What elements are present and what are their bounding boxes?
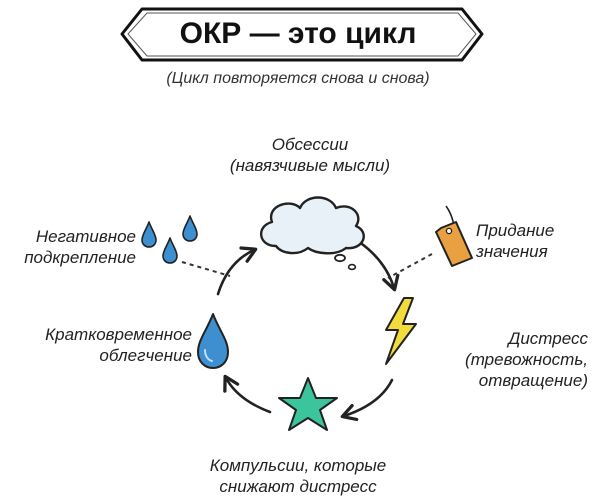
star-icon — [278, 377, 338, 431]
raindrops-icon — [141, 215, 198, 264]
page-title: ОКР — это цикл — [179, 17, 417, 50]
stage-relief-line2: облегчение — [99, 346, 192, 365]
stage-distress-line3: отвращение) — [478, 371, 588, 390]
water-drop-icon — [197, 313, 229, 369]
stage-obsessions-line1: Обсессии — [271, 135, 349, 154]
title-banner — [120, 7, 484, 62]
stage-reinforcement-line2: подкрепление — [24, 248, 136, 267]
arrow-relief-to-obsessions — [216, 246, 258, 296]
dashed-connectors — [181, 253, 433, 279]
stage-compulsions-label: Компульсии, которые снижают дистресс — [178, 455, 418, 497]
stage-compulsions-line1: Компульсии, которые — [209, 456, 387, 475]
connector-reinforcement — [181, 261, 231, 277]
arrow-obsessions-to-distress — [360, 242, 400, 292]
lightning-icon — [385, 297, 417, 365]
stage-relief-line1: Кратковременное — [45, 325, 192, 344]
stage-meaning-line1: Придание — [476, 221, 555, 240]
page-subtitle: (Цикл повторяется снова и снова) — [166, 70, 430, 87]
arrow-distress-to-compulsions — [340, 378, 394, 422]
stage-obsessions-line2: (навязчивые мысли) — [229, 156, 391, 175]
arrow-compulsions-to-relief — [223, 374, 272, 414]
stage-meaning-label: Придание значения — [476, 220, 586, 262]
stage-compulsions-line2: снижают дистресс — [219, 477, 377, 496]
stage-relief-label: Кратковременное облегчение — [14, 324, 192, 366]
stage-distress-label: Дистресс (тревожность, отвращение) — [418, 328, 588, 391]
stage-reinforcement-label: Негативное подкрепление — [6, 226, 136, 268]
cycle-arrows — [216, 242, 400, 422]
stage-obsessions-label: Обсессии (навязчивые мысли) — [205, 134, 415, 176]
cloud-icon — [260, 196, 365, 271]
price-tag-icon — [435, 205, 473, 267]
stage-distress-line2: (тревожность, — [465, 350, 588, 369]
connector-meaning — [387, 253, 433, 279]
stage-meaning-line2: значения — [476, 242, 548, 261]
stage-reinforcement-line1: Негативное — [35, 227, 136, 246]
stage-distress-line1: Дистресс — [508, 329, 588, 348]
